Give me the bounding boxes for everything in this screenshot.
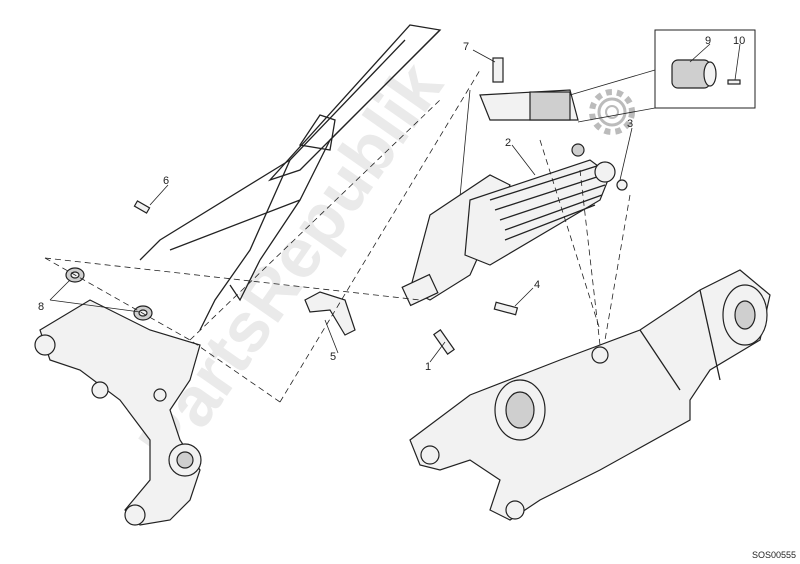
gear-icon bbox=[589, 89, 635, 135]
bolt-part-6 bbox=[133, 200, 151, 214]
callout-7: 7 bbox=[463, 41, 469, 53]
callout-labels: 1 2 3 4 5 6 7 8 9 10 bbox=[38, 35, 745, 373]
shock-absorber-part-2 bbox=[401, 57, 628, 307]
callout-10: 10 bbox=[733, 35, 745, 47]
leader-lines bbox=[49, 43, 741, 363]
callout-6: 6 bbox=[163, 175, 169, 187]
callout-5: 5 bbox=[330, 351, 336, 363]
callout-2: 2 bbox=[505, 137, 511, 149]
callout-1: 1 bbox=[425, 361, 431, 373]
alignment-lines bbox=[44, 69, 631, 403]
bolt-part-1 bbox=[433, 329, 455, 355]
bolt-part-4 bbox=[493, 301, 519, 316]
swingarm bbox=[409, 269, 771, 521]
inset-box-parts-9-10 bbox=[569, 29, 756, 123]
bracket-part-5 bbox=[304, 291, 356, 336]
rear-frame bbox=[34, 24, 442, 526]
callout-9: 9 bbox=[705, 35, 711, 47]
watermark: PartsRepublik bbox=[123, 48, 457, 478]
callout-3: 3 bbox=[627, 118, 633, 130]
diagram-code: SOS00555 bbox=[752, 550, 796, 560]
callout-8: 8 bbox=[38, 301, 44, 313]
callout-4: 4 bbox=[534, 279, 540, 291]
